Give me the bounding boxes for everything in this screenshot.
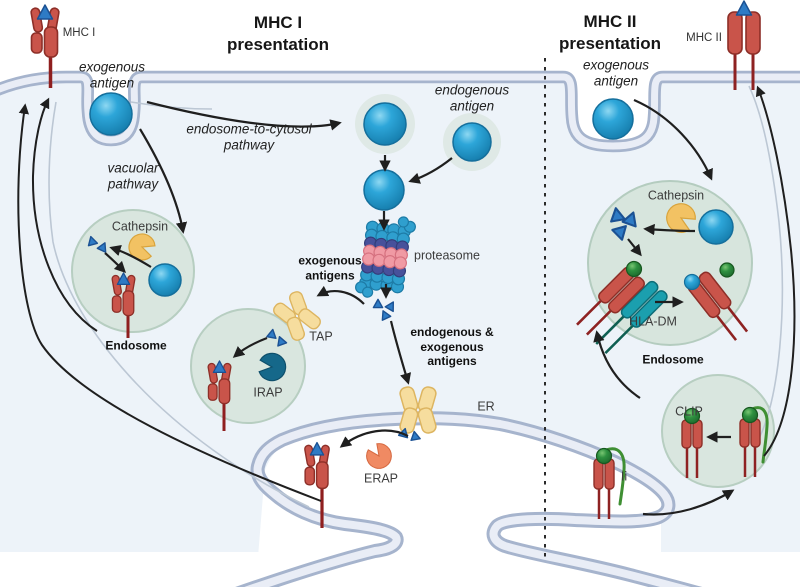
arrow-peptides-to-er (389, 320, 412, 385)
antigen-sphere-icon (89, 92, 133, 136)
proteasome-icon (355, 216, 416, 298)
clip-icon (625, 260, 643, 278)
antigen-sphere-icon (148, 263, 182, 297)
arrow-peptides-to-mhc2 (627, 238, 642, 257)
arrow-vacuolar-pathway (139, 128, 188, 234)
invariant-chain-icon (604, 447, 626, 506)
antigen-sphere-icon (363, 102, 407, 146)
clip-icon (595, 447, 613, 465)
mhc2-loaded (683, 271, 749, 341)
antigen-spheres (89, 92, 734, 297)
mhc1-receptor-er (303, 441, 331, 528)
mhc2-receptor-surface (727, 0, 761, 90)
cathepsin-icon-left (128, 233, 156, 261)
arrow-exogenous-to-endosome (633, 98, 713, 181)
clip-icon (683, 407, 701, 425)
mhc1-receptor-irap (206, 360, 233, 431)
invariant-chain-icon (750, 406, 769, 464)
arrow-er-to-clip-circle (642, 489, 735, 516)
arrow-er-to-surface (17, 103, 322, 502)
arrow-mhc2-to-surface (755, 85, 796, 457)
peptide-icon (735, 0, 753, 16)
arrow-endosome-digest-1 (109, 245, 152, 268)
hla-dm-icon (620, 280, 659, 319)
mhc1-receptor-endosome (110, 272, 137, 338)
antigen-sphere-icon (698, 209, 734, 245)
arrow-peptides-to-tap-endosome (316, 285, 365, 305)
arrow-erap-loading (339, 429, 409, 448)
antigen-sphere-icon (592, 98, 634, 140)
antigen-sphere-icon (452, 122, 492, 162)
irap-icon (258, 352, 287, 382)
antigen-sphere-icon (363, 169, 405, 211)
er-membrane (235, 411, 703, 587)
clip-icon (719, 262, 735, 278)
clip-icon (741, 406, 759, 424)
arrow-sphere-to-peptides (643, 223, 696, 236)
peptide-sphere-icon (683, 273, 701, 291)
endosome-left-circle (71, 209, 195, 333)
er-lumen (255, 420, 661, 587)
cathepsin-icon-right (666, 203, 696, 233)
mhc2-receptor-icon (681, 419, 692, 449)
mhc2-ii-er (593, 447, 626, 519)
clip-mhc2-right (739, 406, 769, 477)
arrow-tap-to-mhc1 (232, 336, 268, 358)
arrow-endogenous-antigen (408, 157, 453, 184)
arrow-endosome-to-surface (31, 97, 98, 332)
clip-mhc2-left (681, 407, 703, 478)
arrow-endosome-to-cytosol (146, 100, 342, 131)
mhc1-receptor-surface (29, 4, 61, 88)
recycling-arrows (17, 85, 796, 502)
mhc2-hladm-group (576, 260, 668, 355)
erap-icon (366, 443, 392, 469)
arrow-clip-to-endosome (593, 330, 641, 399)
flow-arrows (104, 98, 735, 516)
plasma-membrane (0, 70, 800, 153)
mhc2-receptor-icon (739, 418, 750, 448)
arrow-endosome-digest-2 (104, 252, 127, 274)
